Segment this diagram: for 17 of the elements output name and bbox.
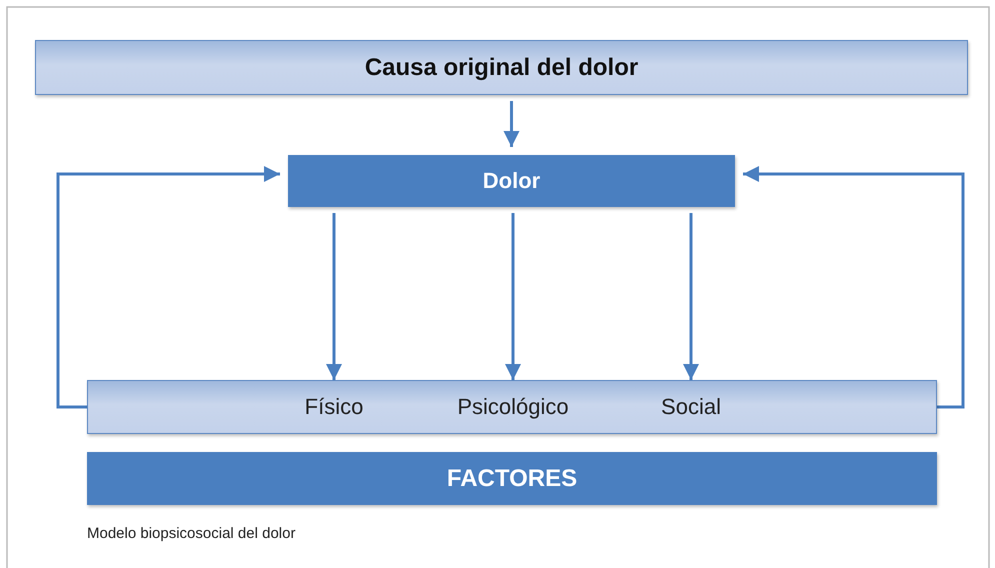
caption: Modelo biopsicosocial del dolor — [87, 525, 296, 542]
arrow — [56, 166, 280, 408]
factor-label: Psicológico — [428, 381, 598, 433]
factor-label: Físico — [279, 381, 389, 433]
arrow — [326, 213, 342, 380]
arrow — [505, 213, 521, 380]
process-box — [288, 155, 735, 207]
box-label: Causa original del dolor — [364, 54, 638, 82]
arrow — [504, 101, 520, 147]
box-label: FACTORES — [446, 464, 578, 492]
arrow — [743, 166, 964, 408]
factor-label: Social — [636, 381, 746, 433]
title-band — [35, 40, 968, 95]
box-label: Dolor — [482, 168, 540, 194]
arrow — [683, 213, 699, 380]
factors-band — [87, 380, 937, 434]
factors-box — [87, 452, 937, 505]
